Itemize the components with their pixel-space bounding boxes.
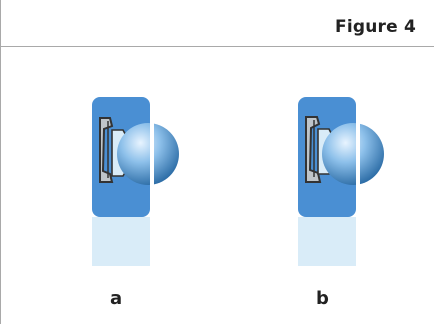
ball-a (117, 123, 179, 185)
bearing-bore-a (92, 217, 150, 266)
ball-b (322, 123, 384, 185)
cutaway-mask-b (356, 97, 360, 267)
bearing-panel-b (298, 97, 384, 267)
cutaway-mask-a (150, 97, 154, 267)
figure-header-divider (0, 46, 434, 47)
panel-label-a: a (110, 288, 123, 309)
figure-title: Figure 4 (335, 17, 416, 37)
bearing-panel-a (92, 97, 179, 267)
panel-label-b: b (316, 288, 329, 309)
seal-lip-b (305, 116, 322, 183)
bearing-bore-b (298, 217, 356, 266)
figure-frame-left-border (0, 0, 1, 324)
seal-lip-a (99, 117, 114, 183)
